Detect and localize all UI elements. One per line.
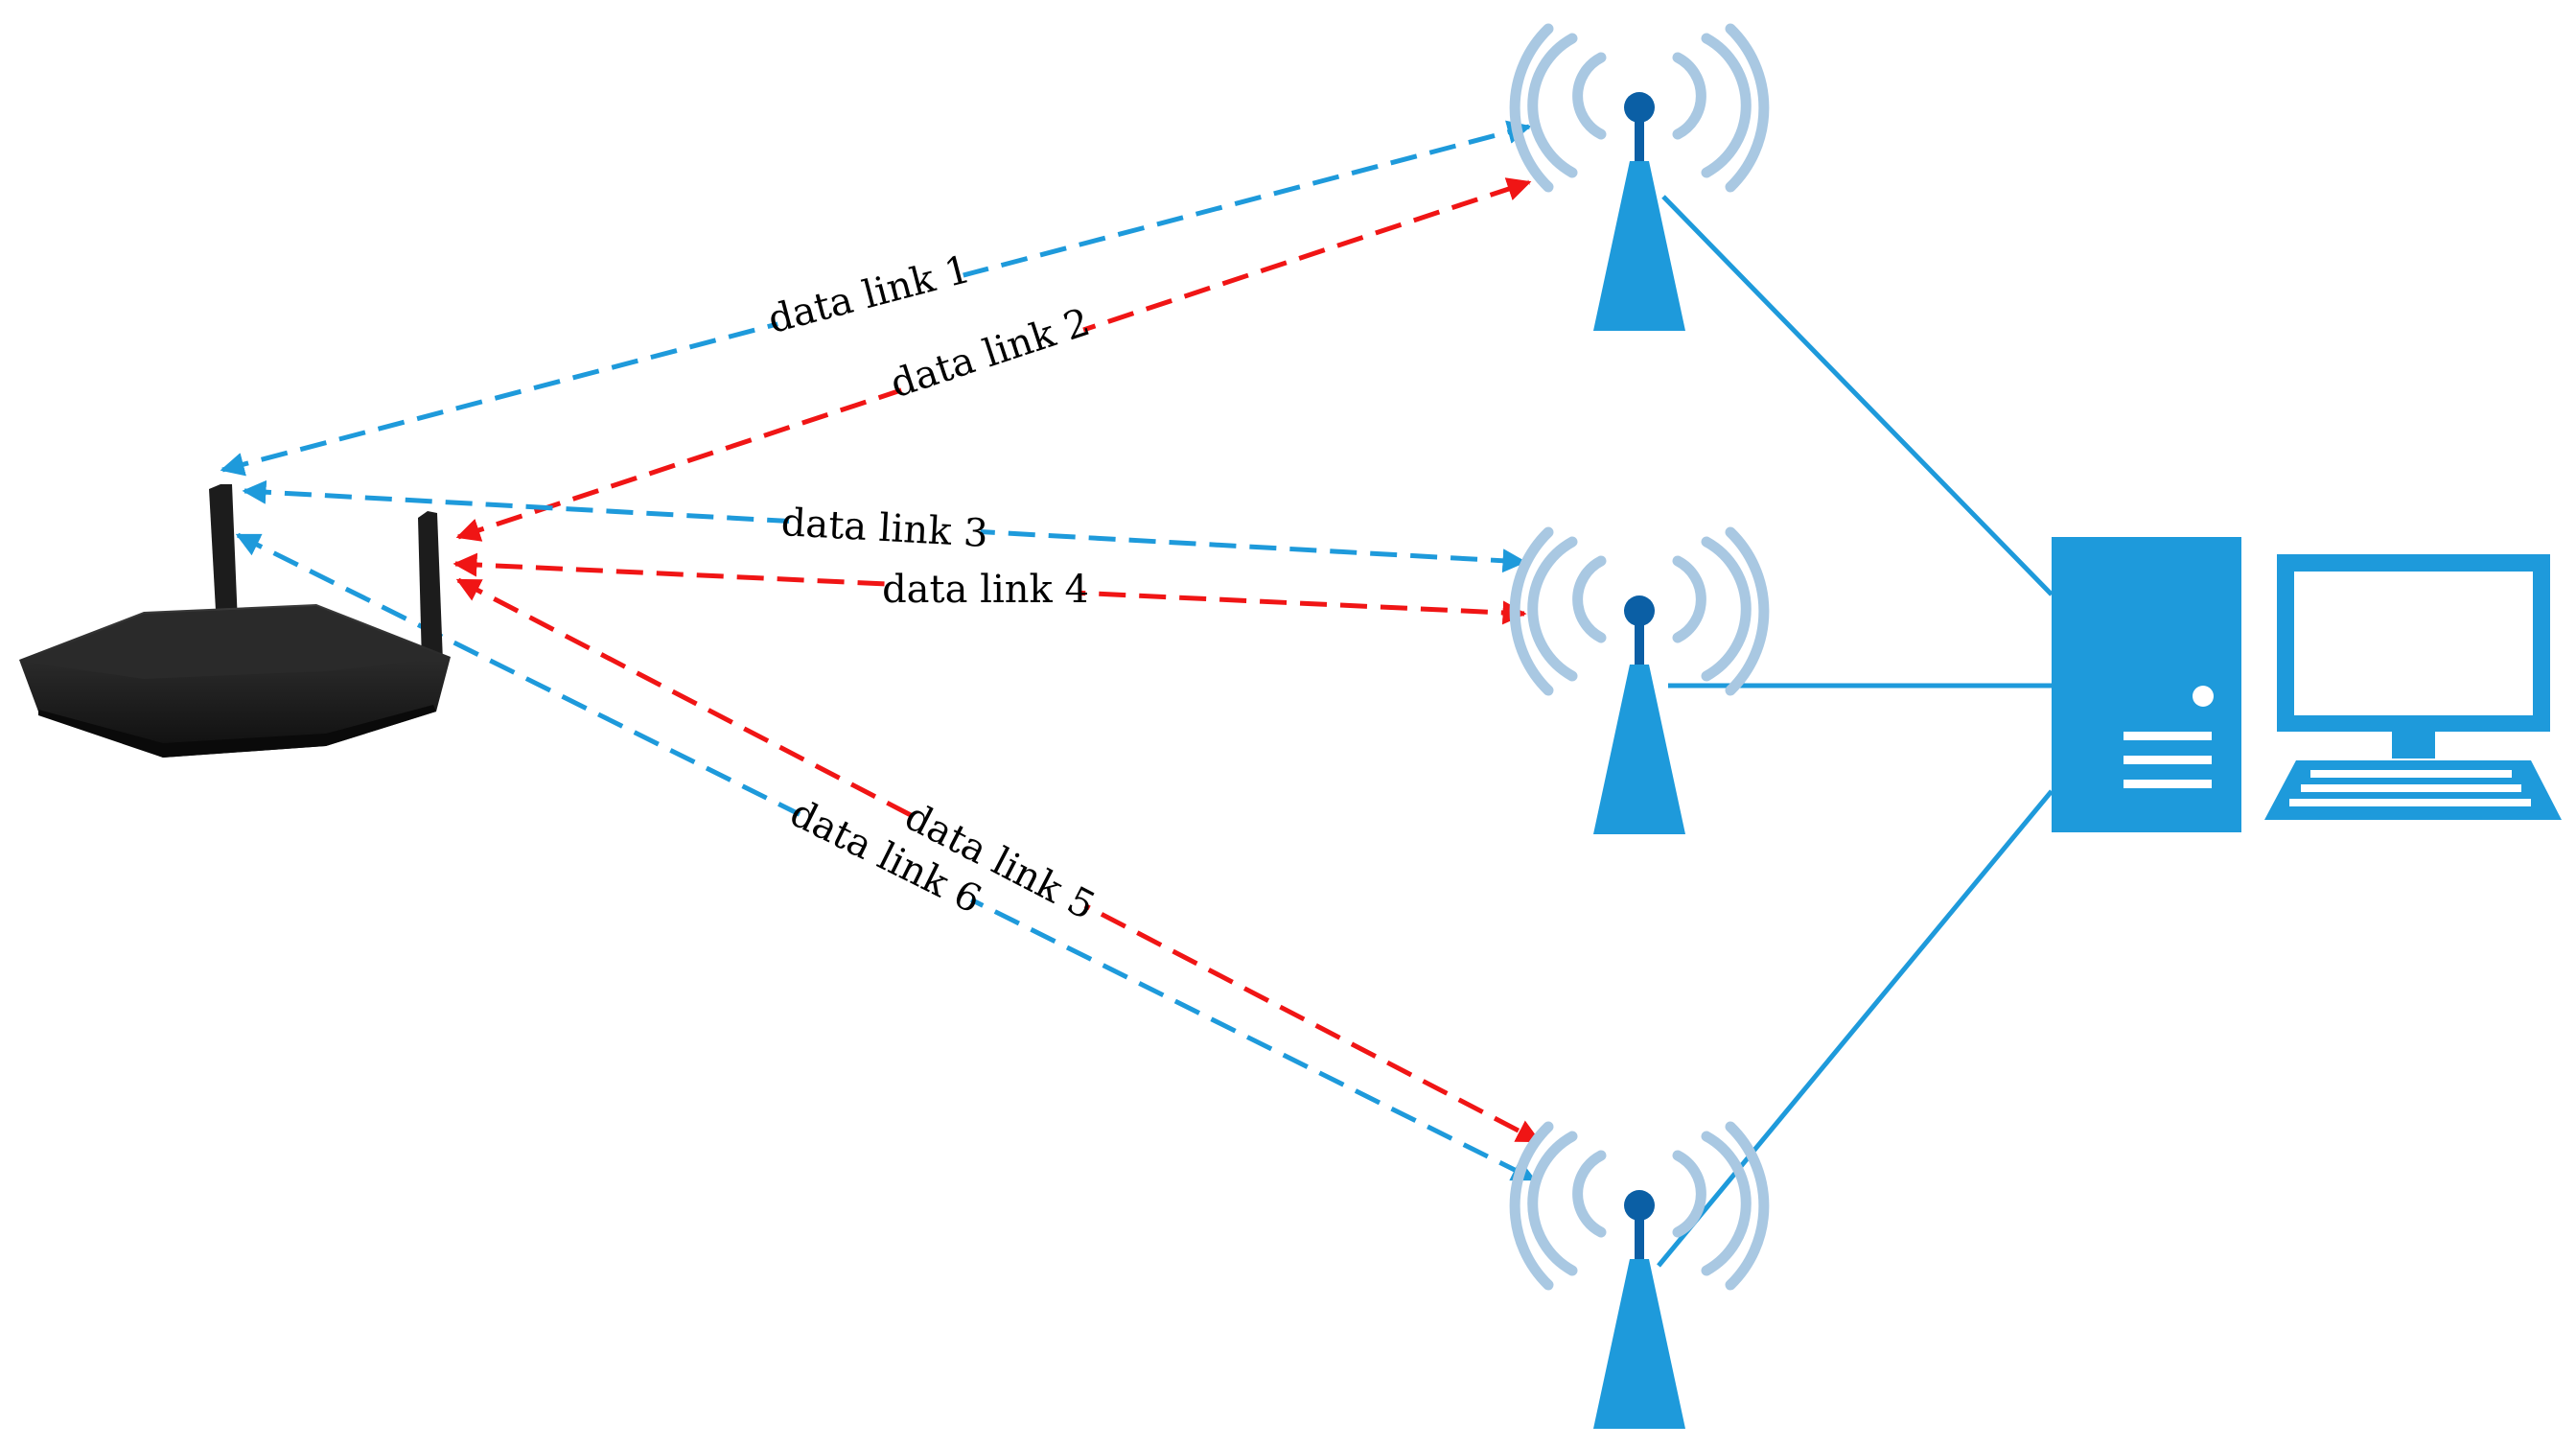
middle-tower-antenna-head	[1624, 595, 1655, 626]
bottom-tower-mast	[1593, 1259, 1685, 1429]
data-link-4-label: data link 4	[882, 568, 1089, 612]
keyboard-keys	[2289, 770, 2531, 806]
wired-connections	[1657, 195, 2054, 1268]
data-link-1-line	[220, 120, 1532, 477]
data-link-4-label-group: data link 4	[882, 568, 1089, 616]
data-link-2-label-group: data link 2	[885, 300, 1096, 408]
middle-tower-mast	[1593, 665, 1685, 834]
top-tower-signal-waves	[1509, 23, 1770, 193]
bottom-tower	[1509, 1121, 1770, 1429]
top-tower-antenna-head	[1624, 92, 1655, 123]
label-bg	[893, 308, 1090, 408]
bottom-tower-antenna-head	[1624, 1190, 1655, 1221]
desktop-computer	[2264, 554, 2562, 820]
middle-tower	[1509, 526, 1770, 834]
server-slot-3	[2123, 780, 2212, 788]
router-antenna-left	[209, 484, 238, 628]
router-antenna-right	[418, 511, 443, 664]
wire-top-tower	[1661, 195, 2054, 596]
data-link-1-label-group: data link 1	[763, 247, 975, 344]
server-power-led	[2193, 686, 2214, 707]
bottom-tower-signal-waves	[1509, 1121, 1770, 1291]
label-bg	[788, 799, 979, 923]
wire-bottom-tower	[1657, 789, 2054, 1268]
server-tower	[2052, 537, 2241, 832]
top-tower	[1509, 23, 1770, 331]
router-top-face	[23, 606, 447, 679]
top-tower-mast	[1593, 161, 1685, 331]
link-labels: data link 1 data link 2 data link 3 data…	[763, 247, 1102, 929]
monitor-screen	[2294, 572, 2533, 715]
label-bg	[902, 803, 1093, 929]
data-link-3-label-group: data link 3	[780, 501, 989, 560]
label-bg	[772, 254, 969, 344]
data-link-1-label: data link 1	[763, 247, 974, 342]
server-slot-1	[2123, 732, 2212, 740]
middle-tower-signal-waves	[1509, 526, 1770, 696]
monitor-stand	[2392, 732, 2435, 759]
router-vent-strip	[38, 705, 436, 758]
label-bg	[787, 506, 982, 560]
wireless-router	[19, 484, 451, 758]
server-slot-2	[2123, 756, 2212, 764]
label-bg	[890, 573, 1081, 616]
